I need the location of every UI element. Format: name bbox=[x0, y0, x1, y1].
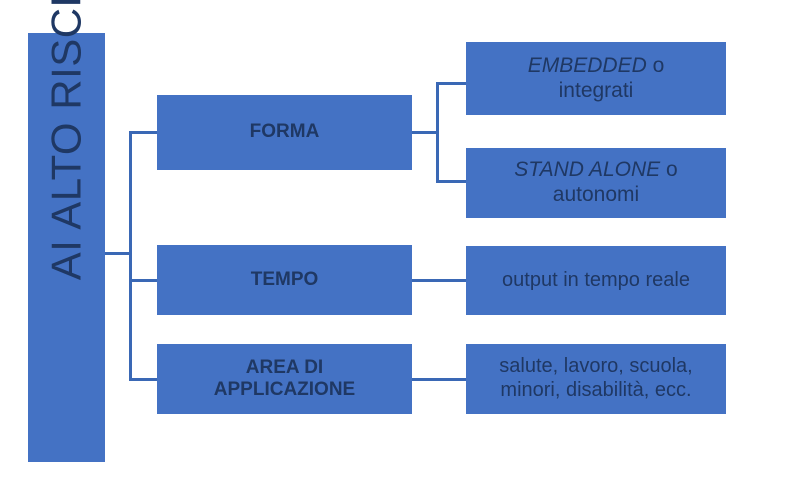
connector-tempo-to-output bbox=[412, 279, 467, 282]
node-ambiti-applicazione: salute, lavoro, scuola,minori, disabilit… bbox=[466, 344, 726, 414]
node-standalone-emphasis: STAND ALONE bbox=[514, 158, 661, 182]
connector-forma-to-standalone bbox=[436, 180, 467, 183]
node-area-label-line1: AREA DI bbox=[245, 356, 324, 378]
connector-forma-stub bbox=[412, 131, 439, 134]
node-embedded-emphasis: EMBEDDED bbox=[527, 53, 647, 77]
connector-root-to-tempo bbox=[129, 279, 158, 282]
node-standalone-line2: autonomi bbox=[552, 183, 640, 206]
node-output-label: output in tempo reale bbox=[502, 268, 690, 291]
node-output-tempo-reale: output in tempo reale bbox=[466, 246, 726, 315]
node-stand-alone: STAND ALONE o autonomi bbox=[466, 148, 726, 218]
connector-root-to-area bbox=[129, 378, 158, 381]
node-embedded-label: EMBEDDED o integrati bbox=[472, 54, 720, 104]
node-forma: FORMA bbox=[157, 95, 412, 170]
connector-forma-to-embedded bbox=[436, 82, 467, 85]
connector-root-trunk bbox=[129, 131, 132, 381]
connector-root-to-forma bbox=[129, 131, 158, 134]
node-embedded: EMBEDDED o integrati bbox=[466, 42, 726, 115]
connector-forma-trunk bbox=[436, 82, 439, 183]
node-embedded-line2: integrati bbox=[558, 78, 634, 102]
root-node-ai-alto-rischio: AI ALTO RISCHIO bbox=[28, 0, 105, 462]
node-standalone-rest: o bbox=[660, 158, 678, 182]
node-ambiti-line1: salute, lavoro, scuola, bbox=[499, 355, 693, 378]
node-area-label-line2: APPLICAZIONE bbox=[213, 379, 356, 400]
node-ambiti-line2: minori, disabilità, ecc. bbox=[500, 379, 692, 401]
node-ambiti-label: salute, lavoro, scuola,minori, disabilit… bbox=[472, 355, 720, 402]
connector-area-to-ambiti bbox=[412, 378, 467, 381]
node-tempo: TEMPO bbox=[157, 245, 412, 315]
node-forma-label: FORMA bbox=[249, 121, 320, 143]
node-tempo-label: TEMPO bbox=[250, 268, 319, 290]
node-standalone-label: STAND ALONE o autonomi bbox=[472, 158, 720, 208]
node-embedded-rest: o bbox=[646, 53, 665, 77]
root-node-label: AI ALTO RISCHIO bbox=[42, 0, 90, 280]
connector-root-stub bbox=[105, 252, 132, 255]
